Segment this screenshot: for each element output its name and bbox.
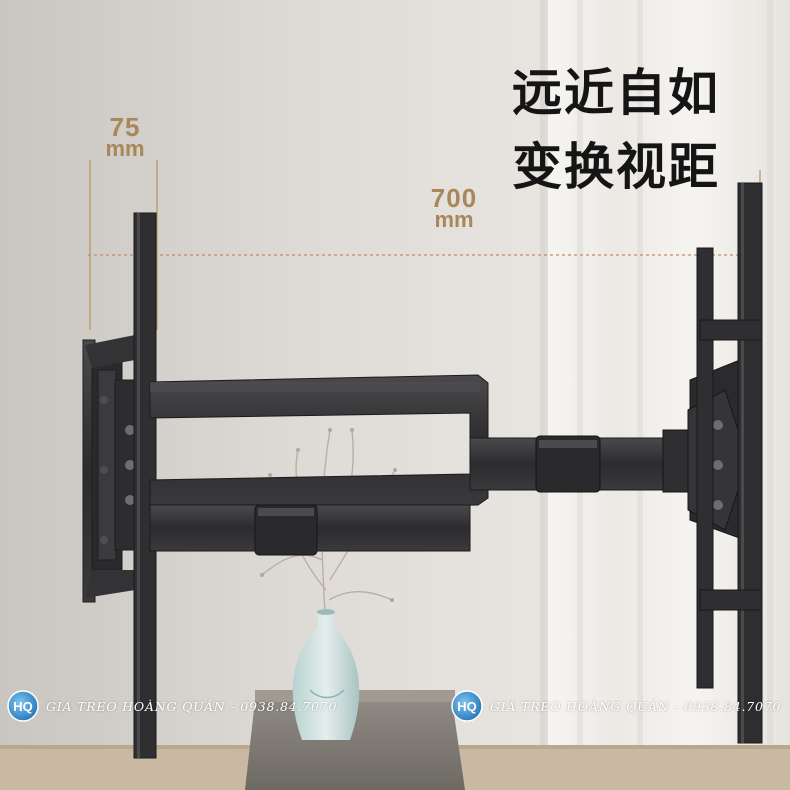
watermark-left: HQ GIÁ TREO HOÀNG QUÂN - 0938.84.7070 — [6, 686, 337, 726]
dimension-label-700mm: 700 mm — [414, 183, 494, 233]
svg-text:HQ: HQ — [13, 699, 33, 714]
watermark-text: GIÁ TREO HOÀNG QUÂN - 0938.84.7070 — [490, 698, 782, 714]
dimension-unit: mm — [434, 207, 474, 233]
headline-line-1: 远近自如 — [512, 64, 720, 122]
watermark-right: HQ GIÁ TREO HOÀNG QUÂN - 0938.84.7070 — [450, 686, 781, 726]
dimension-value: 700 — [430, 183, 478, 213]
headline-line-2: 变换视距 — [512, 138, 720, 196]
dimension-value: 75 — [109, 112, 141, 142]
hq-logo-icon: HQ — [451, 690, 483, 722]
hq-logo-icon: HQ — [7, 690, 39, 722]
dimension-unit: mm — [105, 136, 145, 162]
svg-text:HQ: HQ — [457, 699, 477, 714]
dimension-label-75mm: 75 mm — [88, 112, 162, 162]
watermark-text: GIÁ TREO HOÀNG QUÂN - 0938.84.7070 — [46, 698, 338, 714]
